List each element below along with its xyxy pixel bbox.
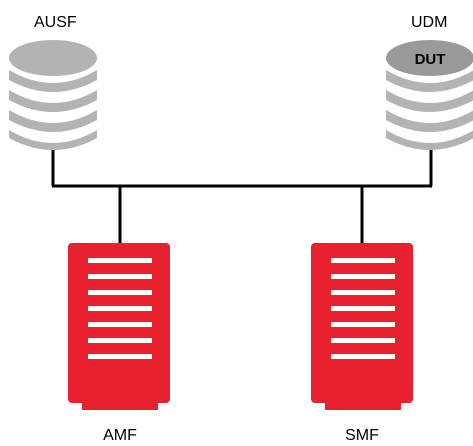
ausf-label: AUSF: [34, 14, 77, 31]
server-icon: [68, 243, 170, 410]
server-icon: [311, 243, 413, 410]
smf-node: SMF: [311, 243, 413, 444]
bus-connections: [51, 148, 433, 243]
database-icon: [386, 40, 473, 150]
udm-node: UDM DUT: [386, 14, 473, 150]
ausf-node: AUSF: [9, 14, 97, 150]
amf-node: AMF: [68, 243, 170, 444]
amf-label: AMF: [103, 427, 137, 444]
database-icon: [9, 40, 97, 150]
dut-badge: DUT: [415, 51, 446, 68]
udm-label: UDM: [411, 14, 447, 31]
smf-label: SMF: [345, 427, 379, 444]
